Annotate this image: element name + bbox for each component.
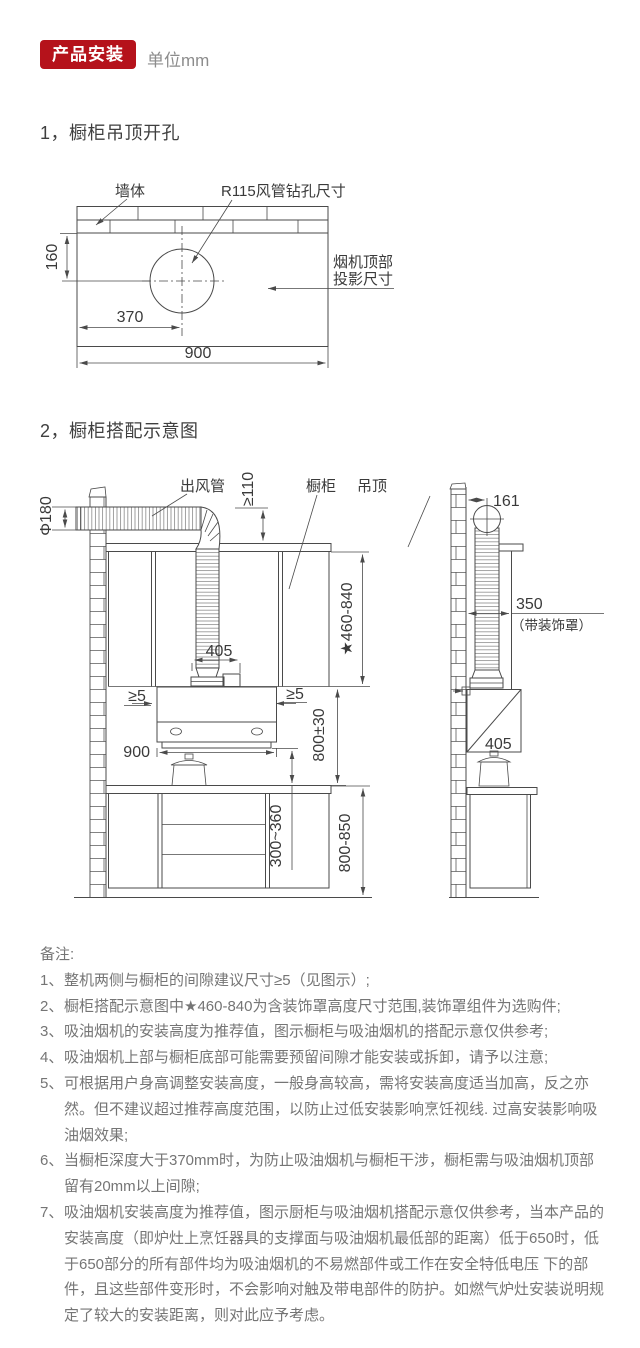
section2-title: 2，橱柜搭配示意图	[40, 421, 199, 441]
svg-text:★460-840: ★460-840	[339, 582, 356, 655]
duct-hole-circle	[142, 226, 224, 336]
section1-title: 1，橱柜吊顶开孔	[40, 123, 181, 143]
dim-160: 160	[44, 233, 150, 282]
svg-text:（带装饰罩）: （带装饰罩）	[511, 618, 592, 633]
dim-phi180: Φ180	[38, 496, 92, 536]
svg-text:出风管: 出风管	[180, 478, 225, 495]
dim-350: 350 （带装饰罩）	[468, 596, 604, 633]
cooktop-pot-side	[476, 750, 512, 787]
notes-title: 备注:	[40, 946, 75, 963]
duct-label: 出风管	[151, 478, 225, 517]
notes-section: 备注: 1、 整机两侧与橱柜的间隙建议尺寸≥5（见图示）; 2、 橱柜搭配示意图…	[40, 942, 608, 1329]
svg-text:Φ180: Φ180	[38, 496, 55, 536]
dim-900: 900	[76, 345, 329, 368]
ceiling-panel-side	[498, 543, 524, 690]
note-item-5: 5、 可根据用户身高调整安装高度，一般身高较高，需将安装高度适当加高，反之亦然。…	[40, 1074, 598, 1144]
cooktop-pot-front	[170, 753, 208, 786]
ceiling-label: 吊顶	[357, 478, 431, 548]
upper-cabinets	[108, 551, 370, 687]
svg-text:900: 900	[123, 744, 150, 761]
svg-text:吊顶: 吊顶	[357, 478, 387, 495]
dim-161: 161	[468, 493, 520, 510]
wall-label: 墙体	[95, 183, 145, 226]
wall-column-left	[88, 486, 107, 898]
hood-side: 405	[453, 686, 522, 753]
dim-370-text: 370	[117, 309, 144, 326]
note-item-7: 7、 吸油烟机安装高度为推荐值，图示厨柜与吸油烟机搭配示意仅供参考，当本产品的安…	[40, 1203, 605, 1325]
note-item-6: 6、 当橱柜深度大于370mm时，为防止吸油烟机与橱柜干涉，橱柜需与吸油烟机顶部…	[40, 1152, 595, 1196]
dim-ge5-left: ≥5	[124, 688, 152, 706]
dim-800-850: 800-850	[331, 785, 370, 895]
svg-text:R115风管钻孔尺寸: R115风管钻孔尺寸	[221, 183, 346, 200]
base-cabinet-front	[108, 793, 330, 889]
countertop-side	[466, 787, 538, 795]
svg-text:橱柜: 橱柜	[306, 478, 336, 495]
note-item-4: 4、 吸油烟机上部与橱柜底部可能需要预留间隙才能安装或拆卸，请予以注意;	[40, 1049, 549, 1067]
dim-900-text: 900	[185, 345, 212, 362]
note-item-1: 1、 整机两侧与橱柜的间隙建议尺寸≥5（见图示）;	[40, 971, 370, 989]
svg-text:≥110: ≥110	[240, 472, 257, 506]
dim-300-360: 300~360	[268, 748, 298, 870]
svg-text:墙体: 墙体	[115, 183, 145, 200]
svg-text:≥5: ≥5	[286, 686, 304, 703]
duct-side	[469, 498, 504, 689]
countertop-front	[105, 785, 332, 794]
dim-160-text: 160	[44, 244, 61, 271]
svg-text:投影尺寸: 投影尺寸	[333, 271, 393, 288]
dim-370: 370	[79, 309, 180, 330]
dim-405-front: 405	[191, 643, 241, 673]
dim-star-460-840: ★460-840	[331, 551, 369, 684]
cabinet-label: 橱柜	[288, 478, 336, 590]
range-hood-front	[156, 686, 277, 749]
svg-text:≥5: ≥5	[128, 688, 146, 705]
hood-top-projection-label: 烟机顶部 投影尺寸	[268, 254, 394, 291]
front-view: Φ180 ≥110 出风管 橱柜 吊顶 ★4	[38, 472, 431, 898]
unit-label: 单位mm	[147, 51, 210, 70]
hole-size-label: R115风管钻孔尺寸	[191, 183, 346, 264]
svg-text:405: 405	[485, 736, 512, 753]
svg-text:800-850: 800-850	[337, 814, 354, 873]
svg-text:300~360: 300~360	[268, 805, 285, 868]
side-view: 161 350 （带装饰罩） 405	[449, 482, 604, 898]
dim-ge5-right: ≥5	[276, 686, 307, 706]
wall-column-right	[449, 482, 467, 898]
svg-text:161: 161	[493, 493, 520, 510]
dim-800pm30: 800±30	[311, 689, 346, 786]
base-cabinet-side	[469, 794, 531, 889]
exhaust-duct	[75, 506, 241, 687]
svg-text:350: 350	[516, 596, 543, 613]
note-item-3: 3、 吸油烟机的安装高度为推荐值，图示橱柜与吸油烟机的搭配示意仅供参考;	[40, 1023, 549, 1041]
cabinet-matching-diagram: Φ180 ≥110 出风管 橱柜 吊顶 ★4	[38, 472, 604, 898]
svg-text:烟机顶部: 烟机顶部	[333, 254, 393, 271]
ceiling-cutout-diagram: 160 370 900 墙体 R115风管钻孔尺寸 烟机顶部 投影尺寸	[44, 183, 394, 368]
svg-text:800±30: 800±30	[311, 708, 328, 761]
note-item-2: 2、 橱柜搭配示意图中★460-840为含装饰罩高度尺寸范围,装饰罩组件为选购件…	[40, 997, 561, 1015]
dim-900-front: 900	[123, 744, 277, 761]
dim-ge110: ≥110	[235, 472, 268, 541]
top-panel-outline	[76, 206, 329, 347]
svg-text:405: 405	[206, 643, 233, 660]
section-badge: 产品安装	[40, 40, 136, 69]
